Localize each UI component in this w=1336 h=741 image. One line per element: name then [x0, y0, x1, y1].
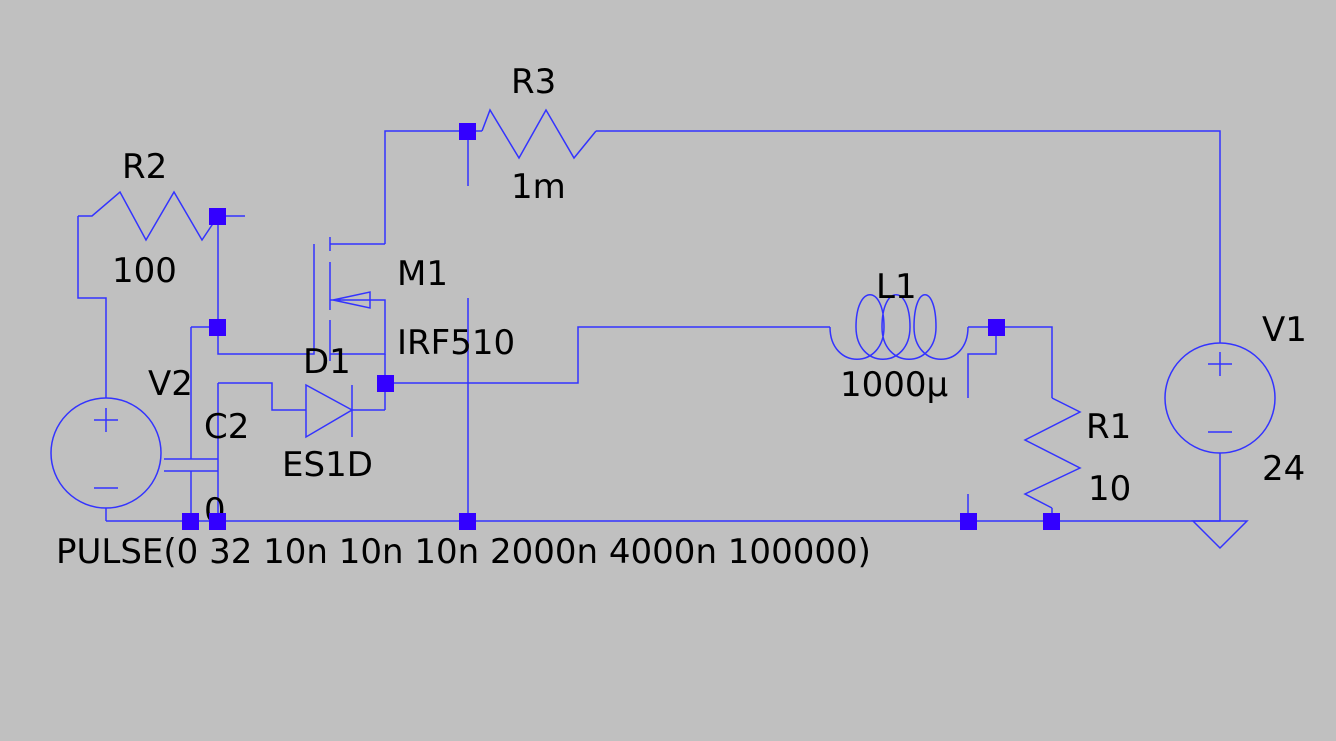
r1-value-label: 10: [1088, 469, 1131, 509]
r2-ref-label: R2: [122, 147, 167, 187]
voltage-source-v1[interactable]: V1 24: [1164, 310, 1307, 489]
node-gnd-c2[interactable]: [182, 513, 199, 530]
c2-ref-label: C2: [204, 407, 249, 447]
v2-plus-icon: [94, 408, 118, 432]
resistor-r3-symbol: [481, 108, 597, 160]
node-gnd-v2[interactable]: [209, 513, 226, 530]
voltage-source-v2-symbol: [50, 397, 162, 509]
v1-value-label: 24: [1262, 449, 1305, 489]
ground-icon: [1191, 520, 1249, 550]
wire-diode-left[interactable]: [218, 382, 306, 411]
r1-ref-label: R1: [1086, 407, 1131, 447]
wire-l1-right[interactable]: [968, 326, 1053, 398]
wire-r2-left[interactable]: [77, 216, 107, 398]
mosfet-m1[interactable]: M1 IRF510: [313, 237, 515, 363]
wire-r3-left[interactable]: [384, 130, 482, 244]
l1-ref-label: L1: [876, 267, 917, 307]
r3-ref-label: R3: [511, 62, 556, 102]
r2-value-label: 100: [112, 251, 177, 291]
node-r2-right[interactable]: [209, 208, 226, 225]
inductor-l1[interactable]: L1 1000µ: [829, 267, 969, 405]
node-gnd-mid[interactable]: [459, 513, 476, 530]
wire-source-out[interactable]: [385, 326, 830, 384]
r3-value-label: 1m: [511, 167, 566, 207]
node-r3-left[interactable]: [459, 123, 476, 140]
diode-d1-symbol: [305, 383, 354, 439]
voltage-source-v1-symbol: [1164, 342, 1276, 454]
resistor-r1-symbol: [1023, 397, 1082, 509]
resistor-r3[interactable]: R3 1m: [481, 62, 597, 207]
junction-nodes: [182, 123, 1060, 530]
m1-ref-label: M1: [397, 254, 448, 294]
v1-ref-label: V1: [1262, 310, 1307, 350]
node-gate[interactable]: [209, 319, 226, 336]
node-l1-right[interactable]: [988, 319, 1005, 336]
m1-value-label: IRF510: [397, 323, 515, 363]
v2-value-label: PULSE(0 32 10n 10n 10n 2000n 4000n 10000…: [56, 532, 871, 572]
inductor-l1-coil: [829, 294, 969, 360]
d1-value-label: ES1D: [282, 445, 373, 485]
wire-gate-node[interactable]: [217, 327, 315, 355]
wire-top-rail[interactable]: [596, 130, 1221, 343]
d1-ref-label: D1: [303, 342, 351, 382]
node-gnd-l1[interactable]: [960, 513, 977, 530]
voltage-source-v2[interactable]: V2 PULSE(0 32 10n 10n 10n 2000n 4000n 10…: [50, 364, 871, 572]
mosfet-m1-body-arrow: [330, 291, 371, 309]
resistor-r1[interactable]: R1 10: [1023, 397, 1131, 509]
v2-ref-label: V2: [148, 364, 193, 404]
node-source[interactable]: [377, 375, 394, 392]
resistor-r2[interactable]: R2 100: [78, 147, 219, 291]
capacitor-c2[interactable]: C2 0: [164, 407, 249, 531]
v1-plus-icon: [1208, 352, 1232, 376]
wire-mosfet-source[interactable]: [330, 299, 386, 355]
resistor-r2-symbol: [78, 190, 219, 242]
capacitor-c2-plates: [164, 458, 218, 472]
diode-d1[interactable]: D1 ES1D: [282, 342, 373, 485]
wires: [77, 130, 1221, 522]
wire-l1-stub[interactable]: [967, 327, 997, 398]
node-gnd-r1[interactable]: [1043, 513, 1060, 530]
l1-value-label: 1000µ: [840, 365, 948, 405]
